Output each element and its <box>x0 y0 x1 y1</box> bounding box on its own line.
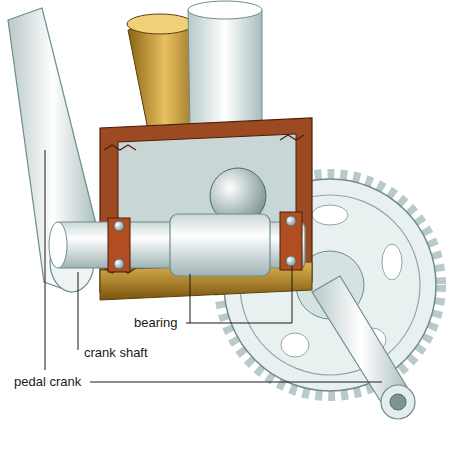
leader-line <box>90 382 382 383</box>
leader-lines <box>45 150 382 382</box>
seat-tube <box>188 1 262 132</box>
part-label: bearing <box>132 315 179 330</box>
leader-line <box>190 274 191 323</box>
part-label: crank shaft <box>82 345 150 360</box>
part-label: pedal crank <box>12 374 83 389</box>
crank-shaft <box>49 214 305 276</box>
leader-line <box>186 266 292 323</box>
right-crank-arm <box>312 276 415 419</box>
bracket-shell <box>100 118 312 300</box>
leader-line <box>78 272 79 350</box>
bearing-balls <box>108 212 302 272</box>
leader-line <box>45 150 46 370</box>
